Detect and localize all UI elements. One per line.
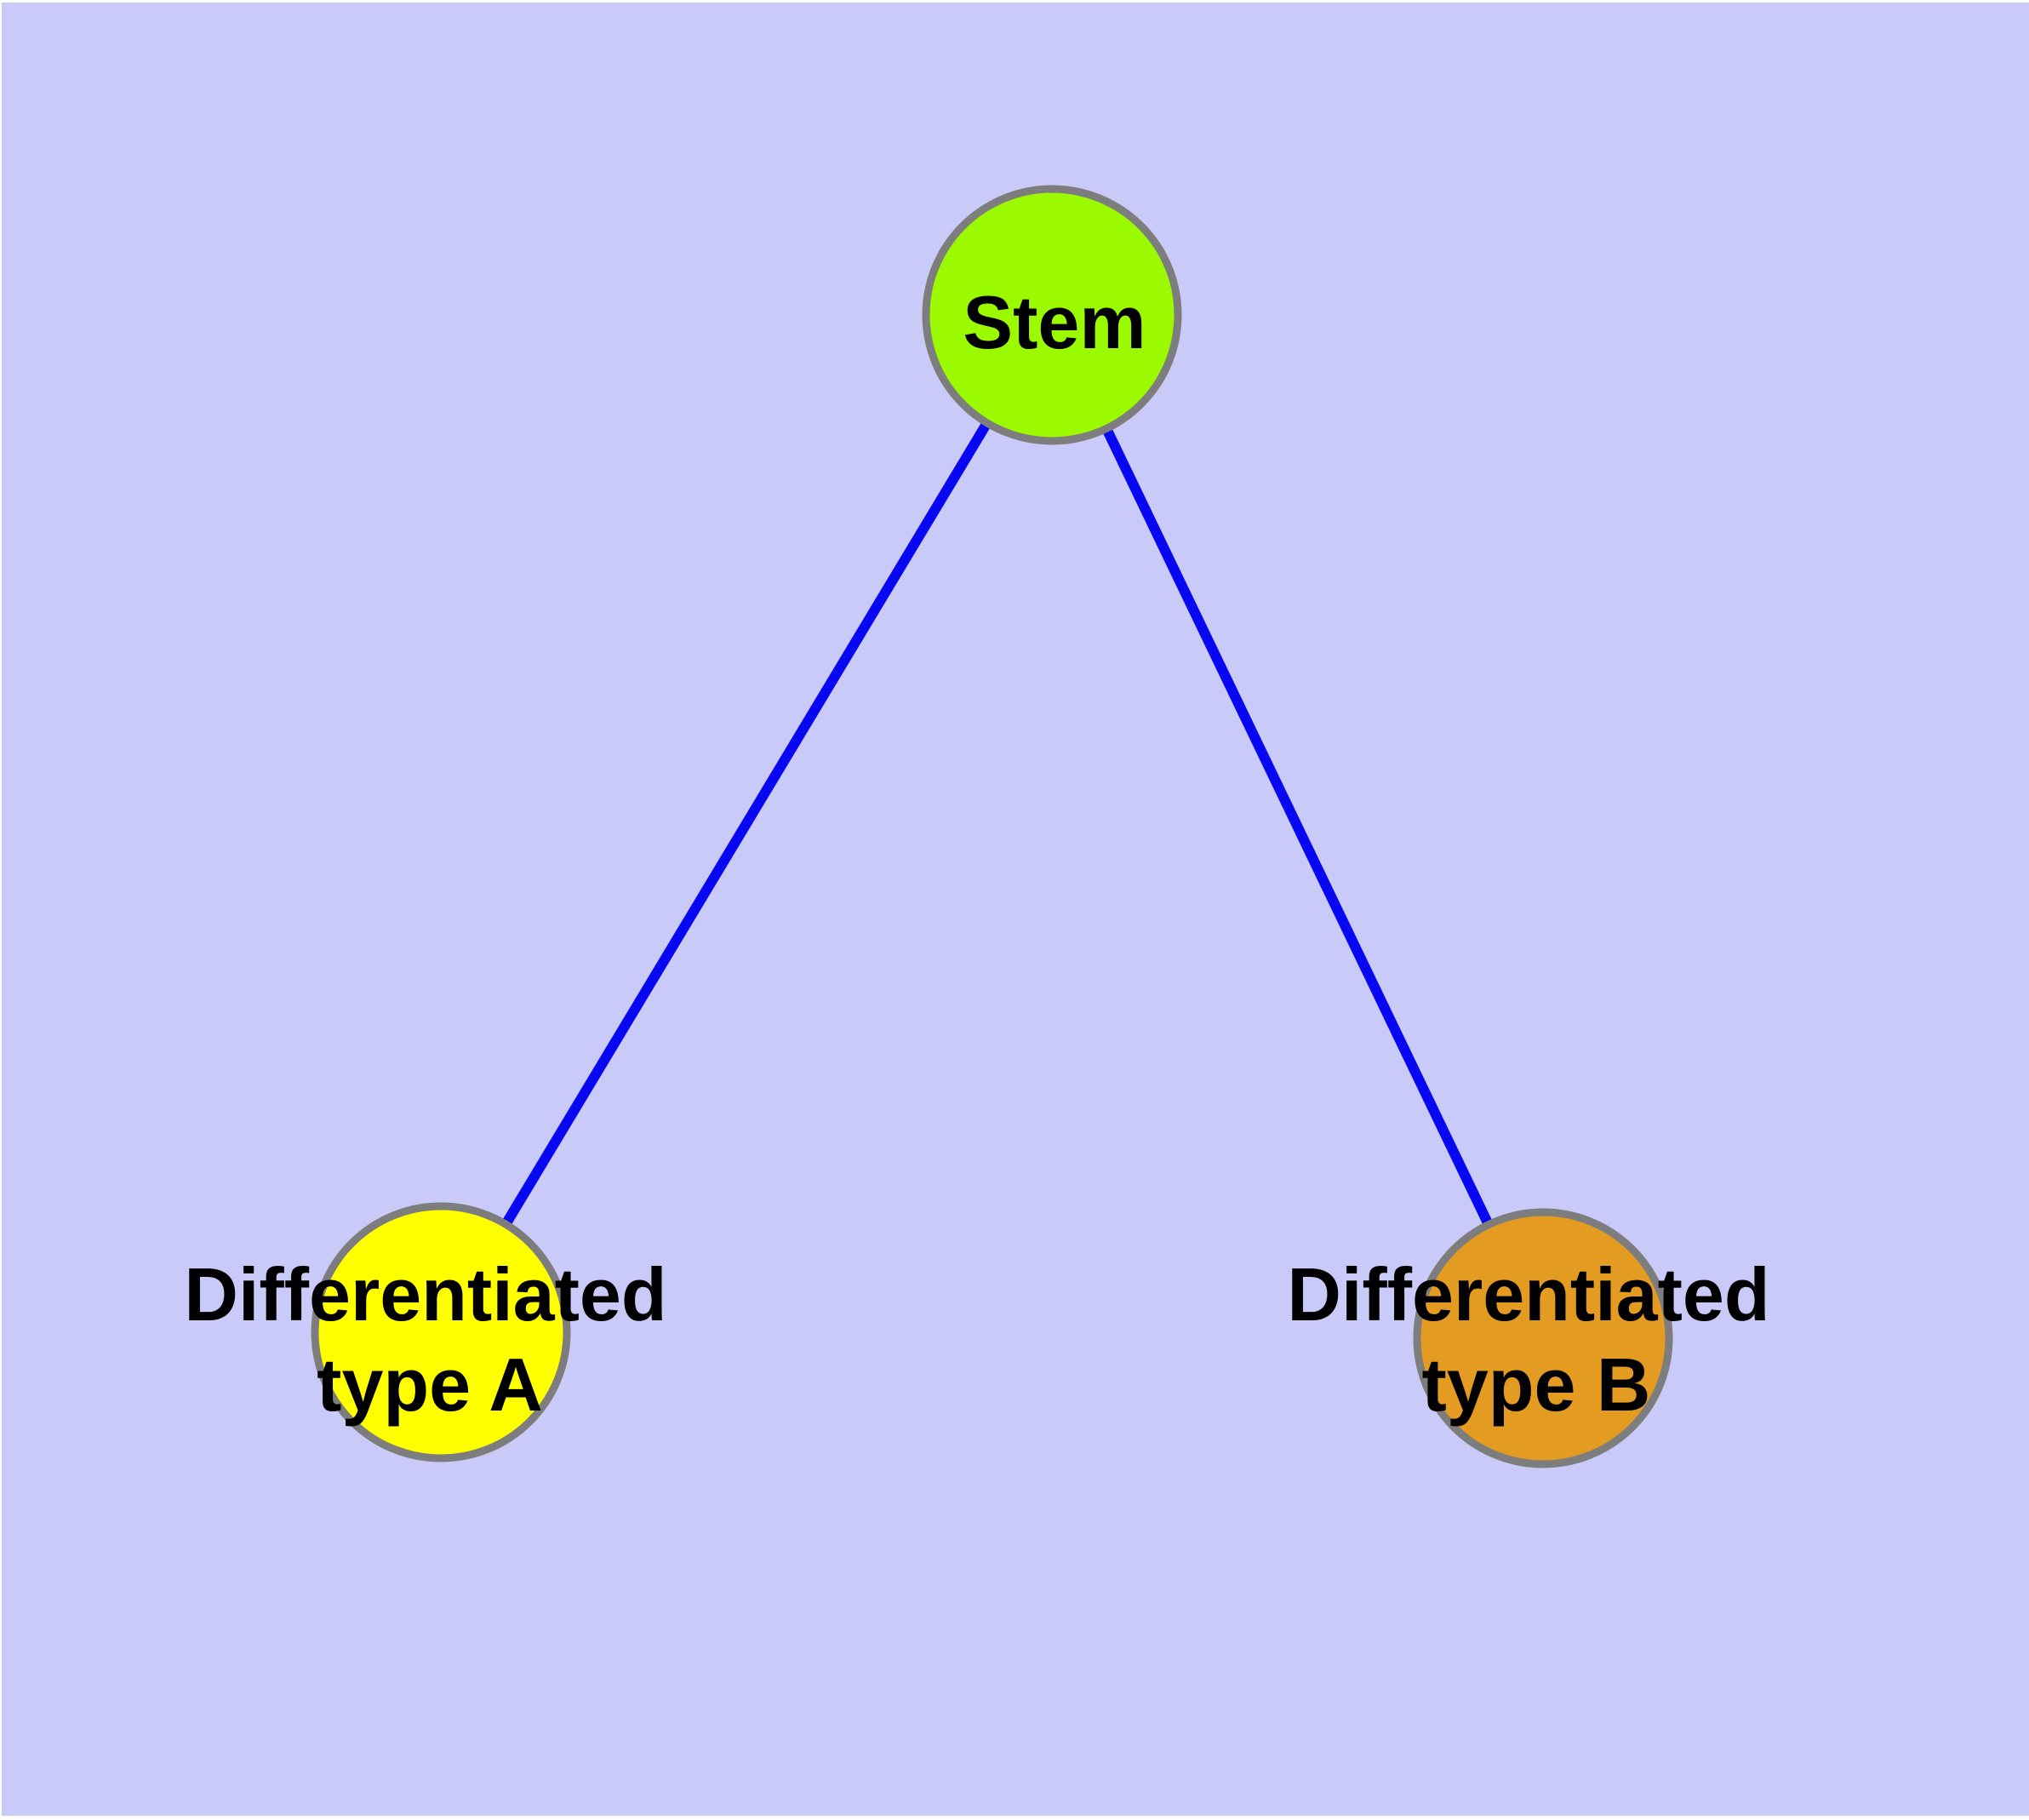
stem-node-label: Stem <box>963 280 1146 364</box>
type-a-node-label-line1: Differentiated <box>184 1252 666 1336</box>
node-differentiated-type-a <box>311 1202 571 1462</box>
type-a-node-label-line2: type A <box>317 1342 543 1427</box>
edge-stem-to-type-b <box>1047 312 1548 1341</box>
type-b-node-label-line2: type B <box>1422 1342 1651 1427</box>
node-differentiated-type-b <box>1413 1208 1673 1468</box>
type-b-node-label-line1: Differentiated <box>1287 1252 1769 1336</box>
edge-stem-to-type-a <box>436 312 1057 1336</box>
node-stem <box>922 185 1182 445</box>
